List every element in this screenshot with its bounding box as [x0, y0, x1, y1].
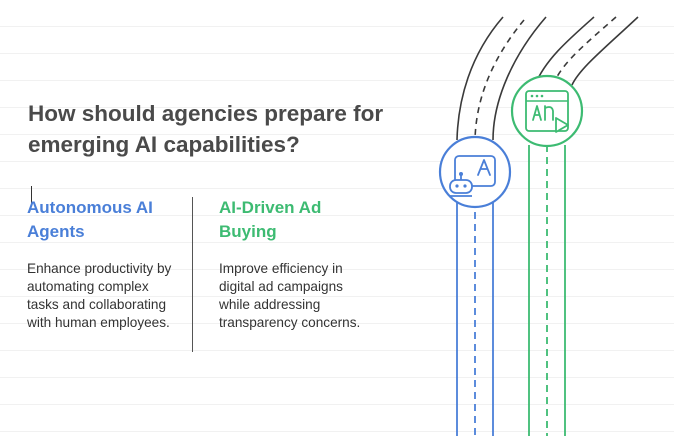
- column-autonomous-ai-agents: Autonomous AI Agents Enhance productivit…: [27, 196, 182, 332]
- green-road: [528, 145, 566, 436]
- gray-road: [456, 16, 547, 141]
- column-ai-driven-ad-buying: AI-Driven Ad Buying Improve efficiency i…: [219, 196, 369, 332]
- column-body-autonomous: Enhance productivity by automating compl…: [27, 261, 172, 330]
- robot-ai-icon: [438, 135, 512, 209]
- column-heading-ad-buying: AI-Driven Ad Buying: [219, 198, 322, 241]
- column-divider: [192, 197, 194, 352]
- ad-play-icon: [510, 74, 584, 148]
- column-body-ad-buying: Improve efficiency in digital ad campaig…: [219, 261, 361, 330]
- gray-road-right: [534, 16, 639, 86]
- column-heading-autonomous: Autonomous AI Agents: [27, 198, 153, 241]
- text-cursor: [31, 186, 32, 204]
- page-title: How should agencies prepare for emerging…: [28, 101, 384, 157]
- blue-road: [456, 200, 494, 436]
